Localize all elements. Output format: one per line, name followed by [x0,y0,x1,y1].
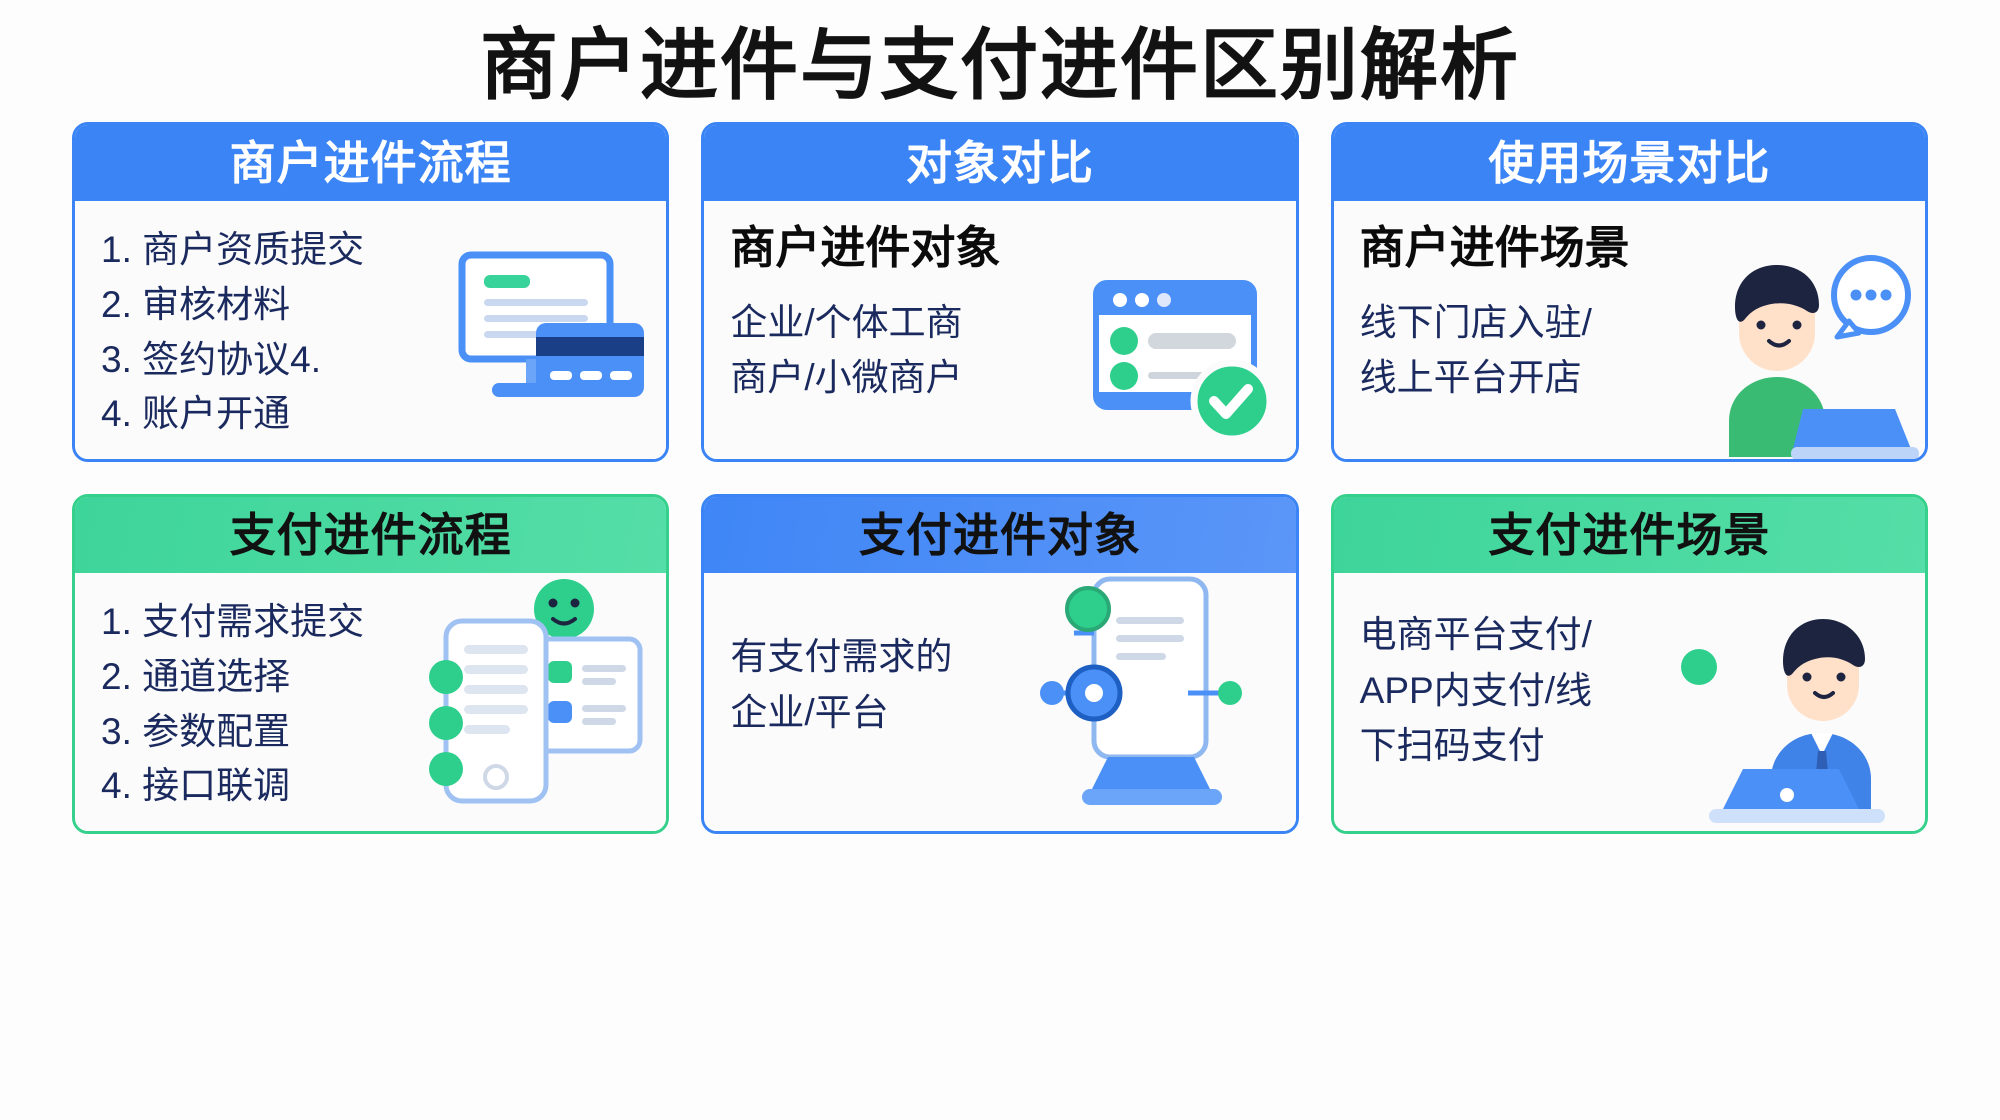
list-item: 4. 接口联调 [101,765,291,807]
card-payment-onboarding-scenario: 支付进件场景 电商平台支付/ APP内支付/线 下扫码支付 [1330,494,1928,834]
scenario-comparison-subhead: 商户进件场景 [1359,222,1630,273]
card-body-payment-onboarding-object: 有支付需求的 企业/平台 [704,573,1296,831]
body-line: APP内支付/线 [1359,669,1592,711]
body-line: 线上平台开店 [1359,357,1582,398]
scenario-comparison-lines: 线下门店入驻/ 线上平台开店 [1360,295,1925,406]
card-header-scenario-comparison: 使用场景对比 [1333,125,1925,201]
card-body-payment-onboarding-scenario: 电商平台支付/ APP内支付/线 下扫码支付 [1333,573,1925,831]
body-line: 下扫码支付 [1359,725,1545,766]
card-object-comparison: 对象对比 商户进件对象 企业/个体工商 商户/小微商户 [701,122,1299,462]
body-line: 企业/平台 [730,691,889,733]
card-body-merchant-onboarding-flow: 1. 商户资质提交 2. 审核材料 3. 签约协议4. 4. 账户开通 [75,201,667,459]
merchant-flow-list: 1. 商户资质提交 2. 审核材料 3. 签约协议4. 4. 账户开通 [101,223,666,442]
body-line: 电商平台支付/ [1359,614,1592,655]
body-line: 线下门店入驻/ [1359,301,1592,343]
card-payment-onboarding-object: 支付进件对象 有支付需求的 企业/平台 [701,494,1299,834]
payment-object-lines: 有支付需求的 企业/平台 [730,629,1295,740]
object-comparison-subhead: 商户进件对象 [730,222,1001,273]
body-line: 有支付需求的 [730,636,953,677]
list-item: 2. 通道选择 [101,655,291,697]
list-item: 4. 账户开通 [101,393,291,435]
card-body-object-comparison: 商户进件对象 企业/个体工商 商户/小微商户 [704,201,1296,459]
card-header-merchant-onboarding-flow: 商户进件流程 [75,125,667,201]
card-scenario-comparison: 使用场景对比 商户进件场景 线下门店入驻/ 线上平台开店 [1330,122,1928,462]
card-merchant-onboarding-flow: 商户进件流程 1. 商户资质提交 2. 审核材料 3. 签约协议4. 4. 账户… [72,122,670,462]
list-item: 1. 支付需求提交 [101,601,365,642]
card-header-payment-onboarding-flow: 支付进件流程 [75,497,667,573]
list-item: 3. 签约协议4. [101,338,321,380]
payment-flow-list: 1. 支付需求提交 2. 通道选择 3. 参数配置 4. 接口联调 [101,595,666,814]
card-body-payment-onboarding-flow: 1. 支付需求提交 2. 通道选择 3. 参数配置 4. 接口联调 [75,573,667,831]
body-line: 商户/小微商户 [730,357,963,398]
card-grid: 商户进件流程 1. 商户资质提交 2. 审核材料 3. 签约协议4. 4. 账户… [72,122,1928,834]
payment-scenario-lines: 电商平台支付/ APP内支付/线 下扫码支付 [1360,607,1925,774]
card-body-scenario-comparison: 商户进件场景 线下门店入驻/ 线上平台开店 [1333,201,1925,459]
list-item: 1. 商户资质提交 [101,229,365,270]
card-payment-onboarding-flow: 支付进件流程 1. 支付需求提交 2. 通道选择 3. 参数配置 4. 接口联调 [72,494,670,834]
page-title: 商户进件与支付进件区别解析 [479,21,1520,109]
card-header-payment-onboarding-scenario: 支付进件场景 [1333,497,1925,573]
list-item: 2. 审核材料 [101,283,291,325]
card-header-payment-onboarding-object: 支付进件对象 [704,497,1296,573]
body-line: 企业/个体工商 [730,301,963,343]
object-comparison-lines: 企业/个体工商 商户/小微商户 [730,295,1295,406]
card-header-object-comparison: 对象对比 [704,125,1296,201]
list-item: 3. 参数配置 [101,710,291,752]
